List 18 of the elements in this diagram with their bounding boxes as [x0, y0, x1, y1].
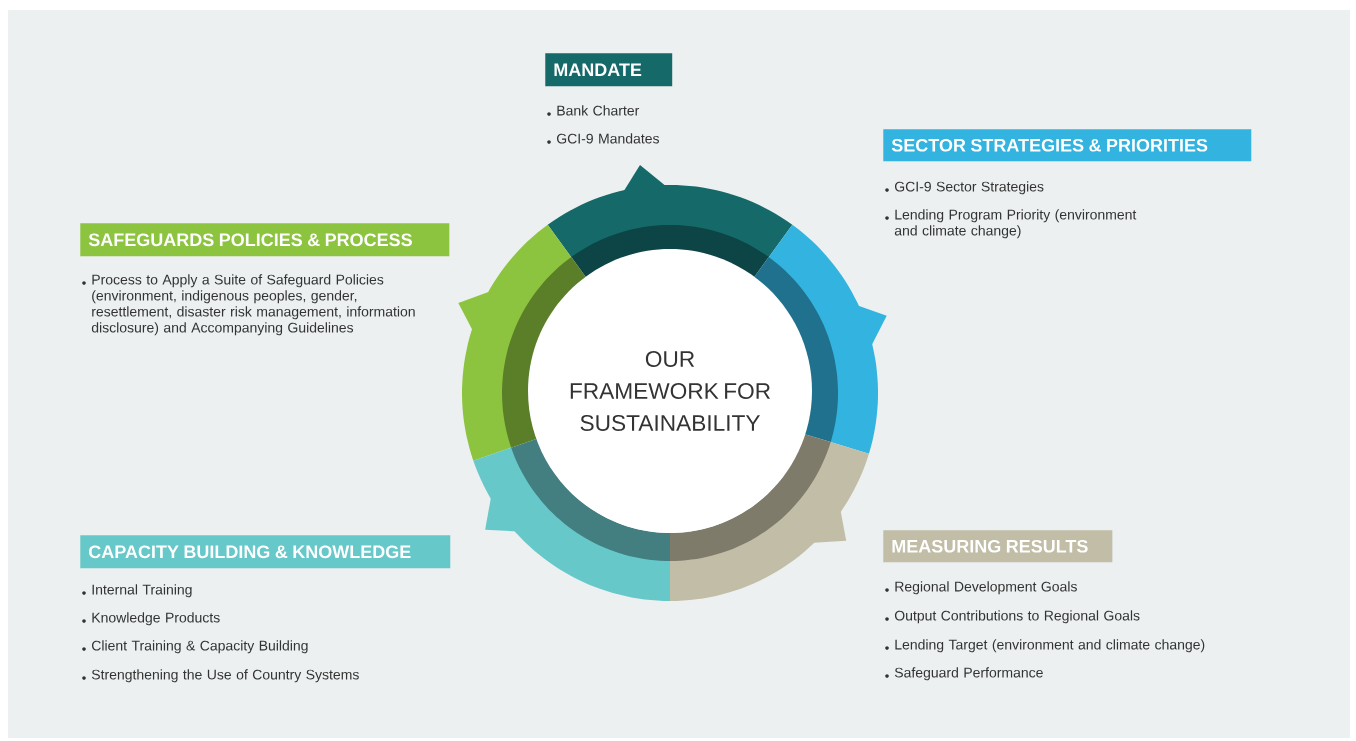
- bullet-item: Client Training & Capacity Building: [82, 640, 308, 654]
- heading-banner: MANDATE: [545, 53, 673, 87]
- heading-banner: CAPACITY BUILDING & KNOWLEDGE: [80, 535, 451, 569]
- heading-banner: SAFEGUARDS POLICIES & PROCESS: [80, 223, 450, 257]
- bullet-item: Regional Development Goals: [885, 581, 1077, 595]
- bullet-item: Bank Charter: [547, 105, 640, 116]
- bullet-item: Internal Training: [82, 584, 192, 598]
- bullet-item: Process to Apply a Suite of Safeguard Policies (environment, indigenous peoples, gender, resettlement, disaster risk management, information disclosure) and Accompanying Guidelines: [82, 274, 415, 336]
- heading-banner: SECTOR STRATEGIES & PRIORITIES: [883, 129, 1252, 162]
- bullet-item: Output Contributions to Regional Goals: [885, 610, 1140, 624]
- bullet-item: GCI-9 Mandates: [547, 133, 659, 144]
- heading-banner: MEASURING RESULTS: [883, 530, 1113, 563]
- bullet-item: Safeguard Performance: [885, 667, 1043, 681]
- bullet-item: GCI-9 Sector Strategies: [885, 181, 1044, 195]
- bullet-item: Strengthening the Use of Country Systems: [82, 669, 359, 683]
- bullet-item: Knowledge Products: [82, 612, 220, 626]
- bullet-item: Lending Target (environment and climate change): [885, 639, 1205, 653]
- bullet-item: Lending Program Priority (environment and climate change): [885, 209, 1137, 239]
